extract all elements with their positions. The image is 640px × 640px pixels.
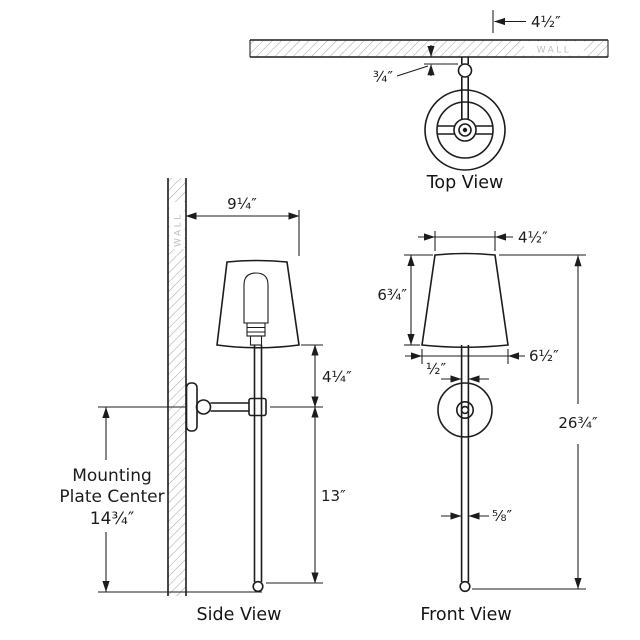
dim-stem-upper-value: ½″: [426, 360, 447, 378]
dim-wall-offset-value: ¾″: [373, 68, 394, 86]
arm-ball-side: [195, 399, 212, 415]
socket-top: [453, 118, 477, 142]
mounting-plate-label-line1: Mounting: [72, 466, 152, 486]
finial-side: [252, 580, 264, 593]
dim-shade-to-arm: [270, 344, 323, 408]
dim-stem-lower-value: ⅝″: [492, 507, 513, 525]
dim-arm-to-bottom: [266, 406, 323, 584]
mounting-plate-label-line3: 14¾″: [90, 509, 134, 529]
sconce-top-drawing: [424, 57, 506, 171]
dim-shade-height-value: 6¾″: [377, 286, 407, 304]
stem-ball-top: [457, 63, 473, 78]
wall-label-side: WALL: [174, 212, 184, 247]
finial-front: [459, 580, 471, 593]
mounting-plate-side: [185, 382, 198, 432]
dim-shade-top-width: [418, 231, 513, 251]
arm-ball-front: [455, 400, 474, 419]
sconce-side-drawing: [185, 259, 300, 593]
shade-top-rim-top: [436, 101, 494, 159]
dim-shade-diameter-top-value: 4½″: [531, 13, 561, 31]
dim-projection: [185, 210, 300, 256]
top-view: WALL ¾″ 4½″ To: [249, 10, 609, 193]
dim-shade-bottom-width: [405, 349, 525, 364]
dim-shade-top-width-value: 4½″: [518, 229, 548, 247]
sconce-front-drawing: [421, 252, 509, 593]
dim-shade-diameter-top: [492, 10, 526, 33]
side-view: WALL 9¼″ 4¼″: [59, 178, 352, 625]
shade-bottom-rim-top: [424, 89, 506, 171]
bulb-side-drawing: [243, 272, 269, 346]
wall-hatch-side: [168, 178, 186, 596]
top-view-title: Top View: [426, 173, 504, 193]
wall-label-top: WALL: [537, 46, 572, 56]
backplate-front: [437, 382, 493, 438]
shade-side: [216, 259, 300, 349]
dim-shade-bottom-width-value: 6½″: [529, 347, 559, 365]
mounting-plate-label-line2: Plate Center: [59, 487, 164, 507]
shade-front: [421, 252, 509, 349]
dim-wall-offset: [396, 45, 458, 77]
dim-mounting-plate: [98, 406, 262, 593]
dim-projection-value: 9¼″: [227, 195, 257, 213]
dim-shade-height: [404, 254, 433, 346]
socket-side: [246, 322, 266, 337]
arm-collar-side: [248, 397, 267, 417]
front-view: 4½″ 6¾″ 6½″ ½″ ⅝″: [377, 229, 598, 626]
dim-overall-height: [472, 254, 586, 590]
dim-arm-to-bottom-value: 13″: [321, 487, 346, 505]
side-view-title: Side View: [197, 605, 282, 625]
dim-overall-height-value: 26¾″: [558, 414, 598, 432]
front-view-title: Front View: [420, 605, 511, 625]
wall-section-side: [167, 178, 187, 596]
bulb-side: [243, 272, 269, 324]
dim-shade-to-arm-value: 4¼″: [322, 368, 352, 386]
